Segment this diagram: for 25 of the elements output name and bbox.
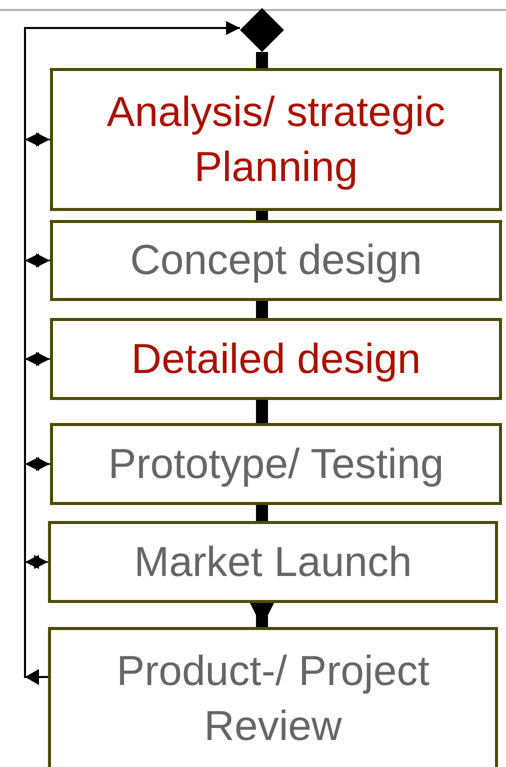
diamond-shape	[240, 8, 284, 52]
thick-connector	[256, 400, 268, 423]
box-label: Detailed design	[131, 334, 421, 384]
thick-connector	[256, 52, 268, 68]
box-label: Market Launch	[134, 536, 412, 587]
box-label: Concept design	[130, 235, 422, 286]
process-box	[50, 220, 502, 301]
process-box	[48, 521, 498, 603]
arrow	[25, 555, 48, 569]
box-label: Product-/ Project Review	[116, 646, 430, 750]
process-box	[50, 423, 502, 505]
thick-connector	[256, 505, 268, 521]
thick-connector	[256, 211, 268, 220]
arrow	[24, 21, 240, 685]
box-label: Analysis/ strategic Planning	[106, 86, 446, 192]
process-box	[48, 627, 498, 767]
process-box	[50, 68, 502, 211]
arrow	[25, 457, 50, 471]
arrow	[25, 132, 50, 146]
arrow	[25, 352, 50, 366]
thick-connector	[250, 603, 274, 627]
thick-connector	[256, 301, 268, 318]
arrow	[25, 254, 50, 268]
process-box	[50, 318, 502, 400]
box-label: Prototype/ Testing	[108, 438, 444, 489]
